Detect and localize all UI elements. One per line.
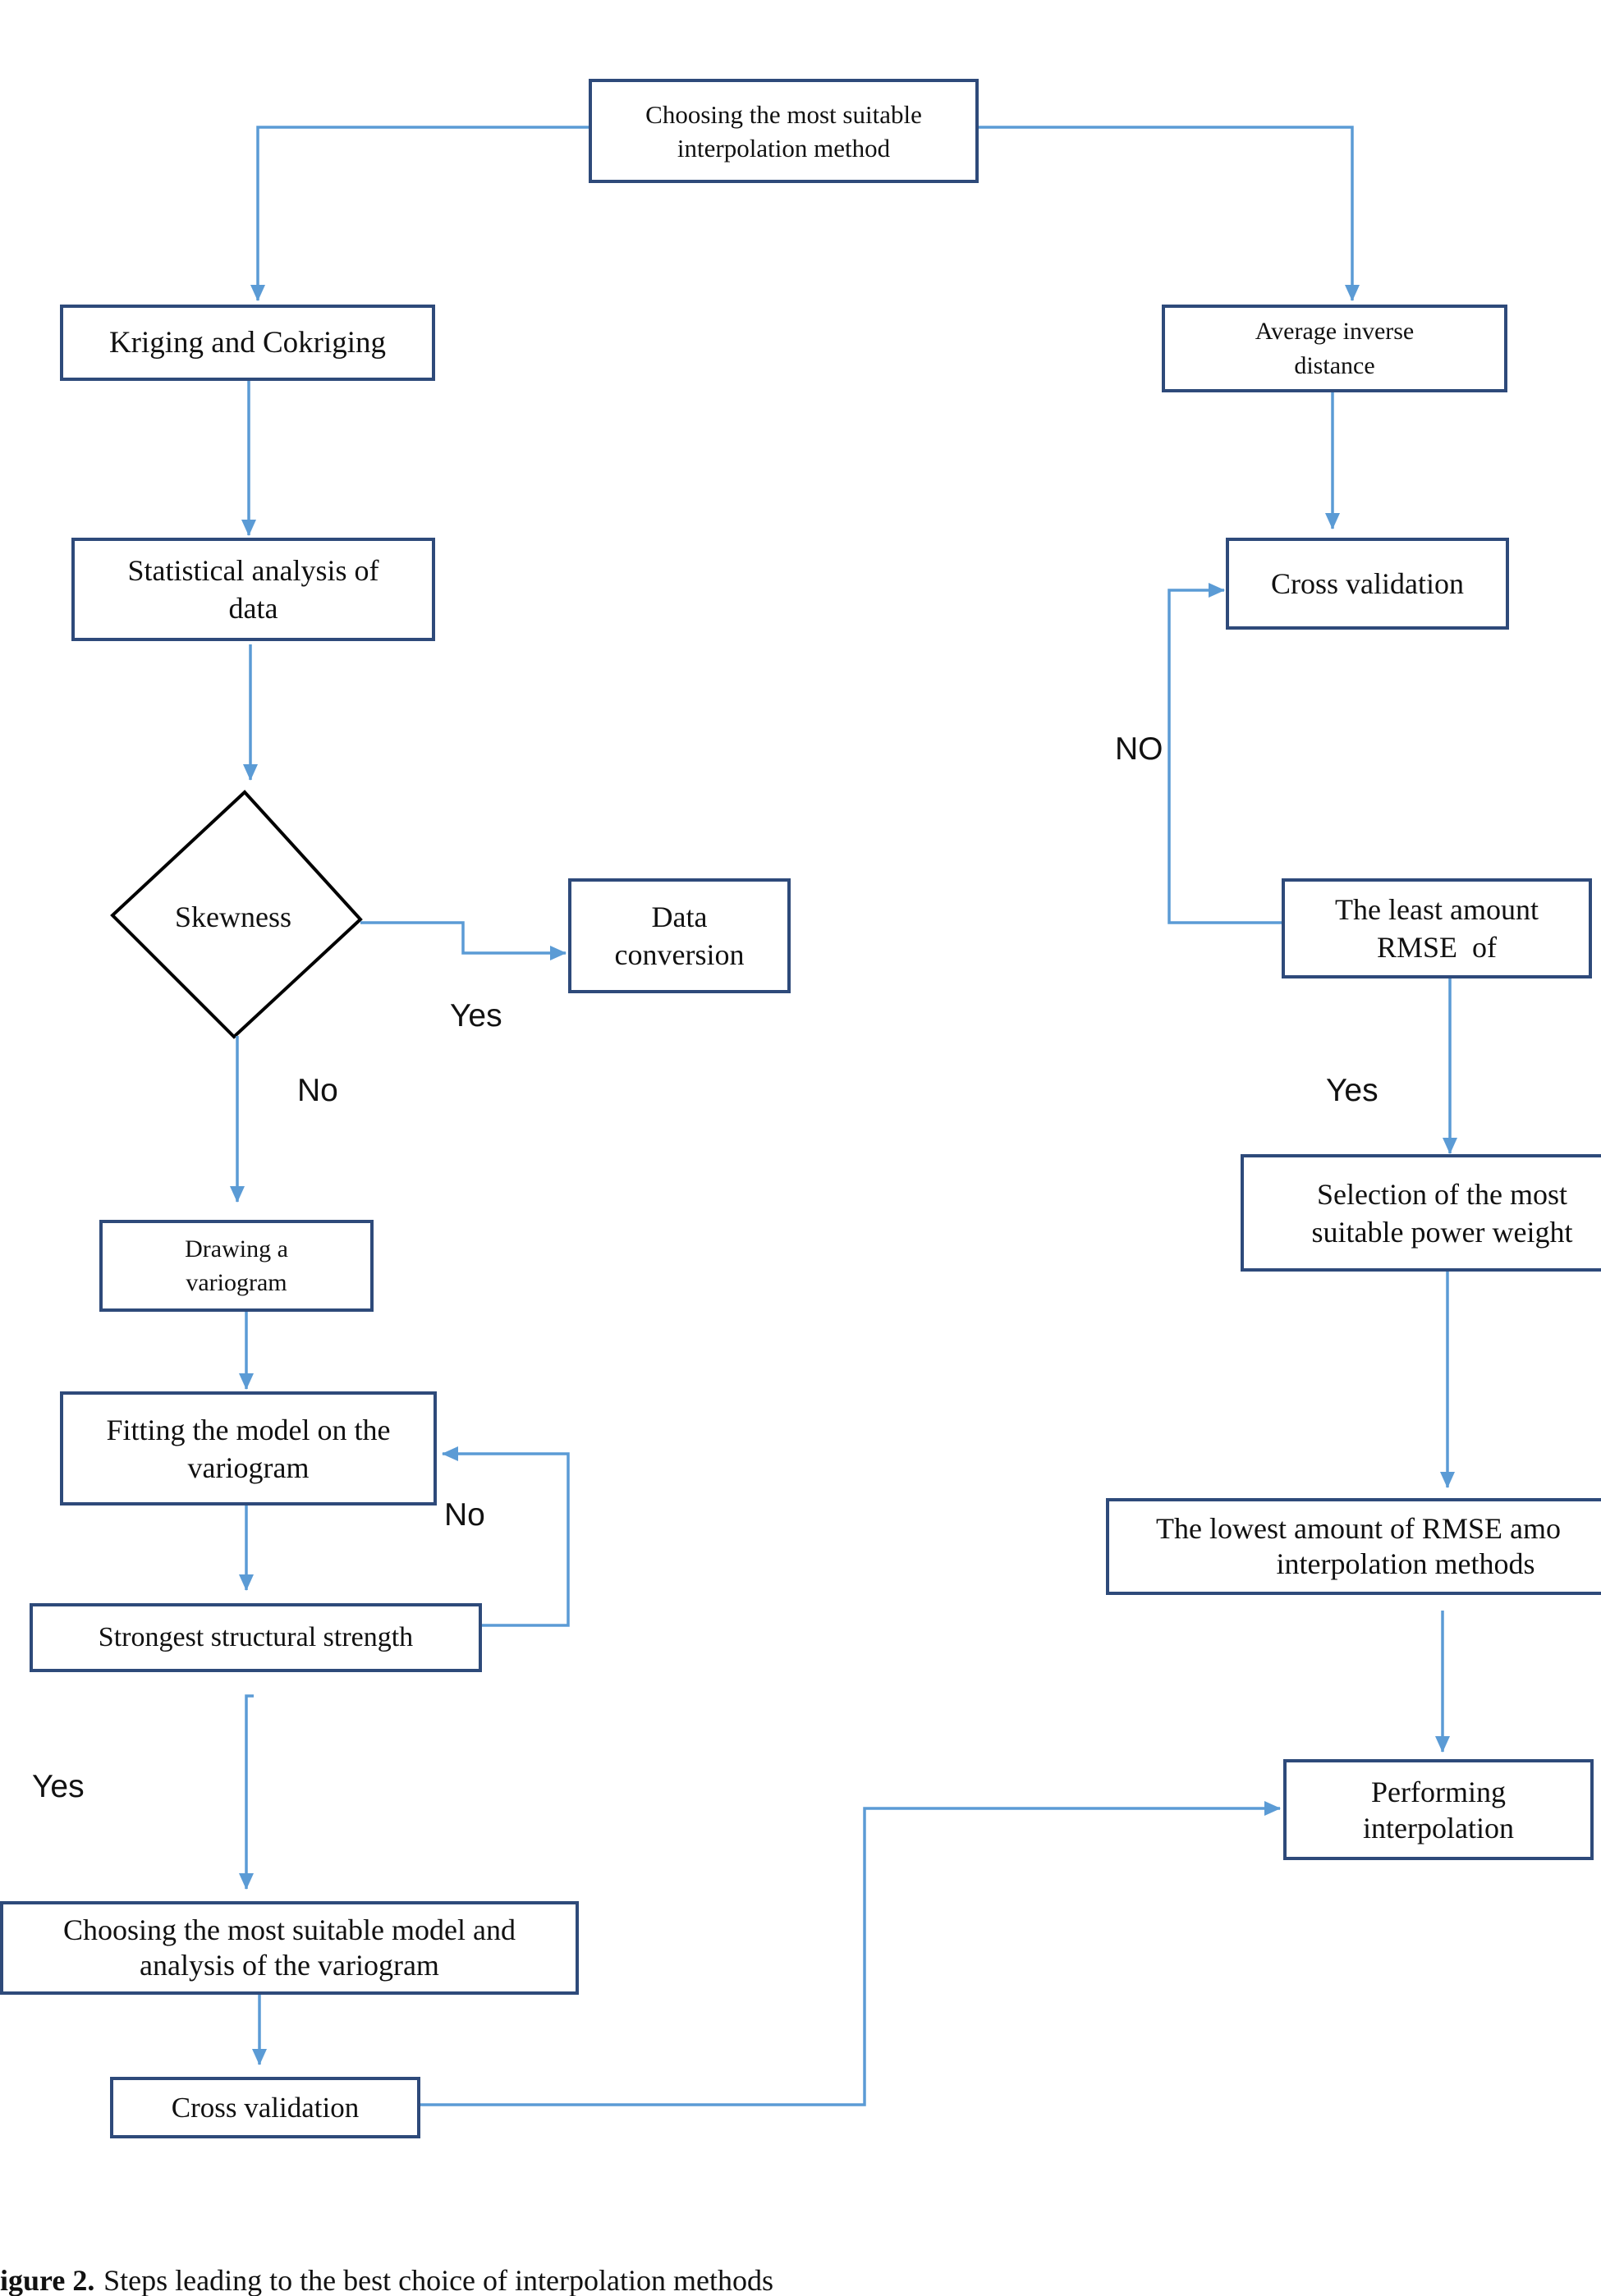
node-text-line: Performing bbox=[1371, 1775, 1506, 1808]
edge-label-least-rmse-yes: Yes bbox=[1326, 1073, 1379, 1108]
node-choosing-model-and-analysis: Choosing the most suitable model and ana… bbox=[0, 1901, 579, 1995]
connector-strength-to-fitting-loop bbox=[442, 1446, 570, 1627]
node-cross-validation-kriging: Cross validation bbox=[110, 2077, 420, 2138]
node-lowest-amount-rmse: The lowest amount of RMSE amo interpolat… bbox=[1106, 1498, 1601, 1595]
figure-caption: igure 2.Steps leading to the best choice… bbox=[0, 2266, 773, 2295]
node-least-amount-rmse: The least amount RMSE of bbox=[1282, 878, 1592, 978]
node-drawing-variogram: Drawing a variogram bbox=[99, 1220, 374, 1312]
node-text-line: Cross validation bbox=[171, 2091, 360, 2124]
node-text-line: data bbox=[228, 592, 278, 625]
node-selection-power-weight: Selection of the most suitable power wei… bbox=[1241, 1154, 1601, 1272]
node-text-line: Drawing a bbox=[185, 1235, 288, 1263]
node-text-line: suitable power weight bbox=[1311, 1215, 1573, 1249]
node-performing-interpolation: Performing interpolation bbox=[1283, 1759, 1594, 1860]
node-text-line: interpolation methods bbox=[1276, 1547, 1535, 1580]
node-average-inverse-distance: Average inverse distance bbox=[1162, 305, 1507, 392]
node-skewness-label: Skewness bbox=[175, 901, 291, 933]
node-text-line: distance bbox=[1294, 351, 1375, 379]
node-text-line: conversion bbox=[614, 938, 745, 971]
connector-least-rmse-to-cross-validation-loop bbox=[1167, 583, 1282, 924]
edge-label-strength-yes: Yes bbox=[32, 1769, 85, 1804]
connector-cross-validation-to-performing bbox=[420, 1801, 1281, 2106]
node-text-line: interpolation bbox=[1363, 1811, 1514, 1845]
node-text-line: Data bbox=[651, 901, 708, 933]
edge-label-least-rmse-no: NO bbox=[1115, 731, 1163, 767]
node-text-line: Choosing the most suitable model and bbox=[63, 1913, 516, 1946]
node-text-line: analysis of the variogram bbox=[140, 1949, 439, 1982]
node-statistical-analysis: Statistical analysis of data bbox=[71, 538, 435, 641]
node-text-line: Average inverse bbox=[1255, 317, 1415, 345]
node-text-line: Kriging and Cokriging bbox=[108, 325, 387, 360]
node-text-line: The least amount bbox=[1335, 893, 1539, 926]
node-text-line: RMSE of bbox=[1376, 931, 1498, 964]
node-text-line: Selection of the most bbox=[1317, 1177, 1567, 1211]
connector-start-to-kriging bbox=[250, 126, 589, 301]
node-strongest-structural-strength: Strongest structural strength bbox=[30, 1603, 482, 1672]
figure-caption-label: igure 2. bbox=[0, 2264, 95, 2296]
skewness-decision-diamond bbox=[110, 790, 363, 1039]
node-data-conversion: Data conversion bbox=[568, 878, 791, 993]
node-cross-validation-idw: Cross validation bbox=[1226, 538, 1509, 630]
edge-label-skewness-no: No bbox=[297, 1073, 338, 1108]
node-text-line: Cross validation bbox=[1271, 567, 1464, 600]
node-text-line: Choosing the most suitable bbox=[645, 99, 922, 129]
node-text-line: Statistical analysis of bbox=[127, 554, 379, 587]
node-fitting-model: Fitting the model on the variogram bbox=[60, 1391, 437, 1505]
edge-label-skewness-yes: Yes bbox=[450, 998, 502, 1033]
node-kriging-and-cokriging: Kriging and Cokriging bbox=[60, 305, 435, 381]
edge-label-strength-no: No bbox=[444, 1497, 485, 1533]
connector-skewness-to-data-conversion bbox=[360, 921, 567, 960]
node-text-line: The lowest amount of RMSE amo bbox=[1156, 1512, 1561, 1545]
node-text-line: variogram bbox=[187, 1450, 310, 1484]
node-text-line: variogram bbox=[186, 1269, 287, 1296]
figure-caption-text: Steps leading to the best choice of inte… bbox=[103, 2264, 773, 2296]
node-text-line: Fitting the model on the bbox=[106, 1413, 391, 1446]
node-text-line: Strongest structural strength bbox=[98, 1622, 414, 1652]
node-choosing-interpolation-method: Choosing the most suitable interpolation… bbox=[589, 79, 979, 183]
connector-start-to-idw bbox=[979, 126, 1360, 301]
node-text-line: interpolation method bbox=[677, 133, 891, 163]
connector-strength-to-choosing-model bbox=[239, 1694, 254, 1890]
